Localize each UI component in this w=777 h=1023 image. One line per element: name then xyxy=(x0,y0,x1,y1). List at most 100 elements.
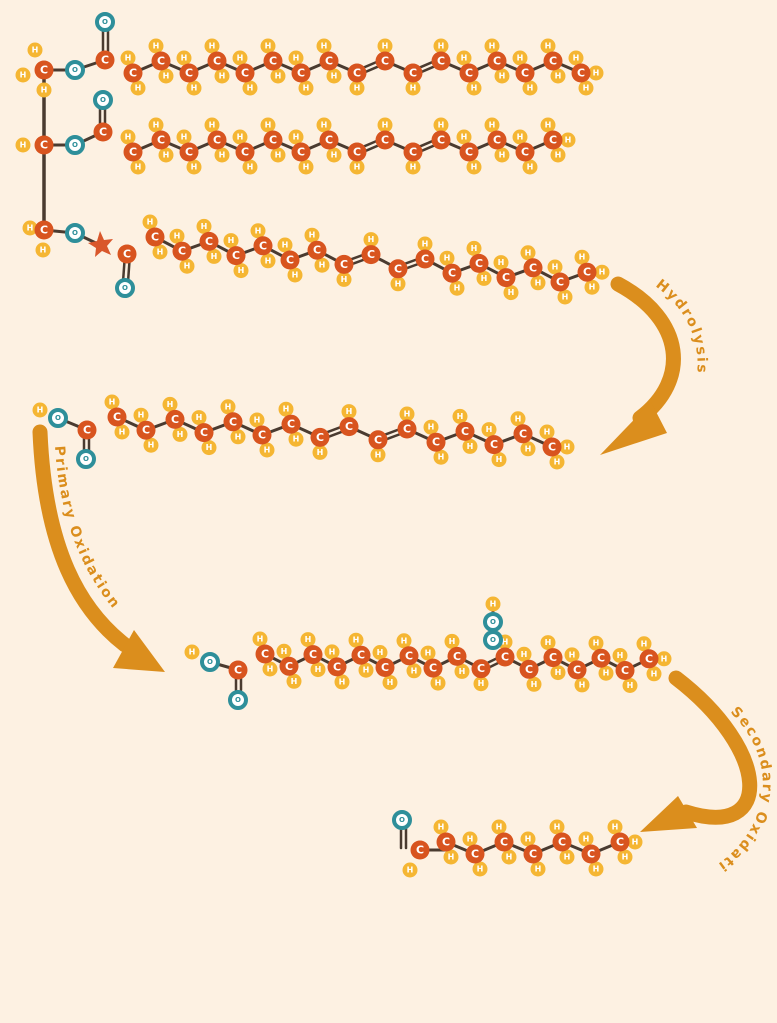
hydrogen-atom: H xyxy=(402,862,418,878)
hydrogen-atom: H xyxy=(162,396,178,412)
hydrogen-atom: H xyxy=(406,663,422,679)
carbon-atom: C xyxy=(459,63,479,83)
hydrogen-atom: H xyxy=(370,447,386,463)
hydrogen-atom: H xyxy=(242,80,258,96)
hydrogen-atom: H xyxy=(433,38,449,54)
carbon-atom: C xyxy=(179,142,199,162)
carbon-atom: C xyxy=(543,130,563,150)
carbon-atom: C xyxy=(95,50,115,70)
oxygen-atom: O xyxy=(65,135,85,155)
hydrogen-atom: H xyxy=(276,643,292,659)
carbon-atom: C xyxy=(515,63,535,83)
hydrogen-atom: H xyxy=(142,214,158,230)
hydrogen-atom: H xyxy=(184,644,200,660)
carbon-atom: C xyxy=(179,63,199,83)
carbon-atom: C xyxy=(123,63,143,83)
hydrogen-atom: H xyxy=(270,68,286,84)
hydrogen-atom: H xyxy=(316,38,332,54)
hydrogen-atom: H xyxy=(622,678,638,693)
hydrogen-atom: H xyxy=(594,264,610,280)
hydrogen-atom: H xyxy=(510,411,526,427)
carbon-atom: C xyxy=(123,142,143,162)
carbon-atom: C xyxy=(327,657,347,677)
carbon-atom: C xyxy=(399,646,419,666)
hydrogen-atom: H xyxy=(324,644,340,660)
hydrogen-atom: H xyxy=(578,831,594,847)
hydrogen-atom: H xyxy=(547,259,563,275)
hydrogen-atom: H xyxy=(574,677,590,693)
hydrogen-atom: H xyxy=(522,159,538,175)
carbon-atom: C xyxy=(415,249,435,269)
hydrogen-atom: H xyxy=(214,147,230,163)
carbon-atom: C xyxy=(310,427,330,447)
carbon-atom: C xyxy=(361,245,381,265)
hydrogen-atom: H xyxy=(152,244,168,260)
hydrogen-atom: H xyxy=(377,38,393,54)
hydrogen-atom: H xyxy=(252,631,268,647)
hydrogen-atom: H xyxy=(349,80,365,96)
hydrogen-atom: H xyxy=(298,159,314,175)
hydrogen-atom: H xyxy=(326,68,342,84)
hydrogen-atom: H xyxy=(214,68,230,84)
hydrogen-atom: H xyxy=(588,65,604,81)
hydrogen-atom: H xyxy=(233,263,249,279)
hydrogen-atom: H xyxy=(204,117,220,133)
carbon-atom: C xyxy=(151,130,171,150)
carbon-atom: C xyxy=(34,220,54,240)
hydrogen-atom: H xyxy=(358,662,374,678)
hydrogen-atom: H xyxy=(158,147,174,163)
carbon-atom: C xyxy=(228,660,248,680)
carbon-atom: C xyxy=(117,244,137,264)
carbon-atom: C xyxy=(226,246,246,266)
hydrogen-atom: H xyxy=(550,147,566,163)
hydrogen-atom: H xyxy=(260,38,276,54)
hydrogen-atom: H xyxy=(114,424,130,440)
carbon-atom: C xyxy=(615,661,635,680)
carbon-atom: C xyxy=(455,421,475,441)
hydrogen-atom: H xyxy=(341,404,357,420)
hydrogen-atom: H xyxy=(260,117,276,133)
hydrogen-atom: H xyxy=(607,819,623,835)
hydrogen-atom: H xyxy=(169,228,185,244)
carbon-atom: C xyxy=(280,250,300,270)
hydrogen-atom: H xyxy=(288,50,304,66)
hydrogen-atom: H xyxy=(220,399,236,415)
hydrogen-atom: H xyxy=(520,245,536,261)
hydrogen-atom: H xyxy=(201,440,217,456)
carbon-atom: C xyxy=(136,420,156,440)
hydrogen-atom: H xyxy=(433,819,449,835)
carbon-atom: C xyxy=(403,142,423,162)
hydrogen-atom: H xyxy=(588,635,604,651)
hydrogen-atom: H xyxy=(430,675,446,691)
hydrogen-atom: H xyxy=(288,431,304,447)
hydrogen-atom: H xyxy=(286,673,302,689)
hydrogen-atom: H xyxy=(176,129,192,145)
hydrogen-atom: H xyxy=(491,452,507,468)
carbon-atom: C xyxy=(34,135,54,155)
carbon-atom: C xyxy=(403,63,423,83)
hydrogen-atom: H xyxy=(454,663,470,679)
carbon-atom: C xyxy=(552,832,572,852)
hydrogen-atom: H xyxy=(363,232,379,248)
carbon-atom: C xyxy=(397,419,417,439)
carbon-atom: C xyxy=(223,412,243,432)
hydrogen-atom: H xyxy=(278,401,294,417)
hydrogen-atom: H xyxy=(466,159,482,175)
hydrogen-atom: H xyxy=(326,147,342,163)
hydrogen-atom: H xyxy=(550,665,566,681)
hydrogen-atom: H xyxy=(232,129,248,145)
hydrogen-atom: H xyxy=(133,407,149,423)
hydrogen-atom: H xyxy=(204,38,220,54)
hydrogen-atom: H xyxy=(540,117,556,133)
carbon-atom: C xyxy=(291,63,311,83)
oxygen-atom: O xyxy=(115,278,135,298)
carbon-atom: C xyxy=(165,409,185,429)
carbon-atom: C xyxy=(423,658,443,678)
carbon-atom: C xyxy=(107,407,127,427)
carbon-atom: C xyxy=(496,268,516,288)
carbon-atom: C xyxy=(34,60,54,80)
hydrogen-atom: H xyxy=(420,645,436,661)
hydrogen-atom: H xyxy=(476,270,492,286)
carbon-atom: C xyxy=(639,649,659,669)
